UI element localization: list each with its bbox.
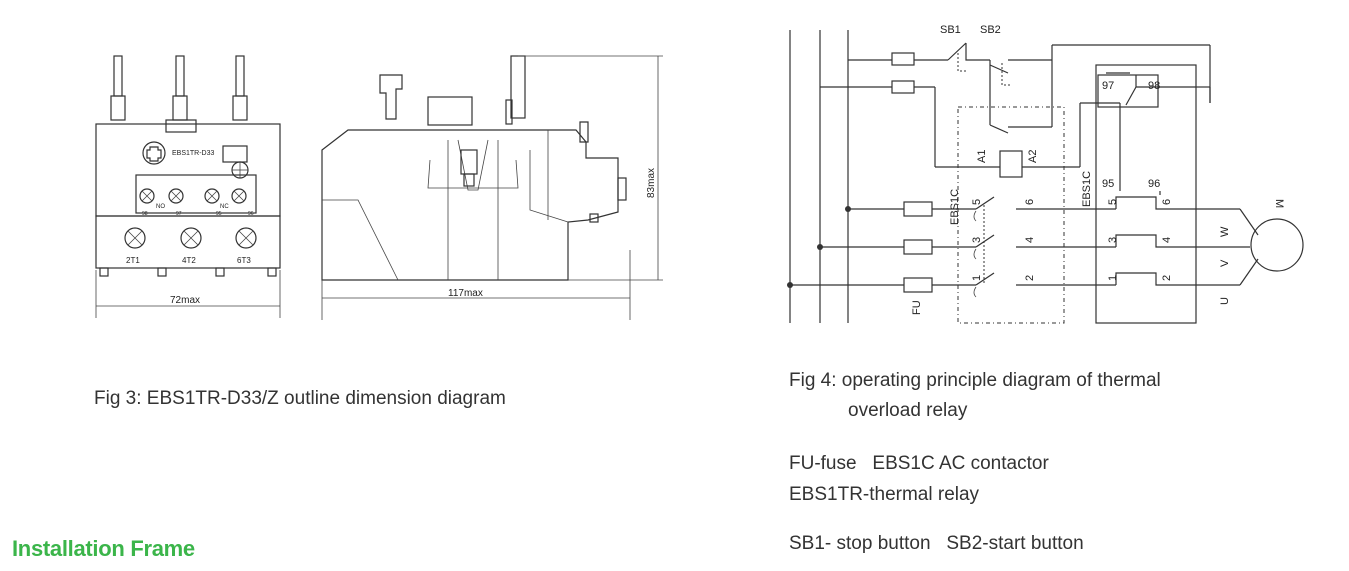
- front-no-label: NO: [156, 204, 165, 210]
- label-95: 95: [1102, 178, 1114, 190]
- front-width-dim: 72max: [170, 295, 200, 306]
- label-ebs1c-right: EBS1C: [1081, 171, 1093, 207]
- front-2t1-label: 2T1: [126, 256, 140, 265]
- label-n6: 6: [1024, 199, 1036, 205]
- label-v: V: [1219, 259, 1231, 267]
- fig4-legend-line2: EBS1TR-thermal relay: [789, 484, 980, 505]
- label-ebs1c-left: EBS1C: [949, 189, 961, 225]
- label-r6: 6: [1161, 199, 1173, 205]
- label-r1: 1: [1107, 275, 1119, 281]
- label-a1: A1: [976, 150, 988, 163]
- label-r3: 3: [1107, 237, 1119, 243]
- fig3-side-view: 83max 117max: [321, 55, 663, 320]
- front-96-label: 96: [248, 211, 254, 217]
- supply-bus: [787, 30, 851, 323]
- front-98-label: 98: [142, 211, 148, 217]
- side-height-dim: 83max: [646, 168, 657, 198]
- label-n3: 3: [971, 237, 983, 243]
- label-sb2: SB2: [980, 24, 1001, 36]
- label-96: 96: [1148, 178, 1160, 190]
- label-r4: 4: [1161, 237, 1173, 243]
- front-nc-label: NC: [220, 204, 229, 210]
- front-97-label: 97: [176, 211, 182, 217]
- fig4-caption-line2: overload relay: [848, 400, 968, 421]
- terminal-posts: [110, 55, 248, 133]
- label-m: M: [1273, 199, 1285, 208]
- motor-symbol: [1250, 218, 1304, 272]
- fig4-caption-line1: Fig 4: operating principle diagram of th…: [789, 370, 1161, 391]
- label-n5: 5: [971, 199, 983, 205]
- label-w: W: [1219, 226, 1231, 237]
- fig3-front-view: EBS1TR-D33 NO NC 98 97 95 96 2T1 4T2 6T3…: [95, 55, 281, 318]
- front-6t3-label: 6T3: [237, 256, 251, 265]
- fig4-legend-line1: FU-fuse EBS1C AC contactor: [789, 453, 1049, 474]
- label-n1: 1: [971, 275, 983, 281]
- label-fu: FU: [911, 300, 923, 315]
- label-r2: 2: [1161, 275, 1173, 281]
- label-98: 98: [1148, 80, 1160, 92]
- front-4t2-label: 4T2: [182, 256, 196, 265]
- label-r5: 5: [1107, 199, 1119, 205]
- fig3-caption: Fig 3: EBS1TR-D33/Z outline dimension di…: [94, 388, 506, 409]
- label-sb1: SB1: [940, 24, 961, 36]
- fig4-legend-line3: SB1- stop button SB2-start button: [789, 533, 1084, 554]
- front-95-label: 95: [216, 211, 222, 217]
- label-n4: 4: [1024, 237, 1036, 243]
- label-a2: A2: [1027, 150, 1039, 163]
- label-u: U: [1219, 297, 1231, 305]
- label-n2: 2: [1024, 275, 1036, 281]
- installation-frame-heading: Installation Frame: [12, 536, 195, 561]
- fig4-circuit-diagram: SB1 SB2 A1 A2 EBS1C EBS1C 97 98 95 96: [787, 24, 1304, 324]
- side-width-dim: 117max: [448, 288, 483, 299]
- label-97: 97: [1102, 80, 1114, 92]
- front-model-label: EBS1TR-D33: [172, 150, 215, 157]
